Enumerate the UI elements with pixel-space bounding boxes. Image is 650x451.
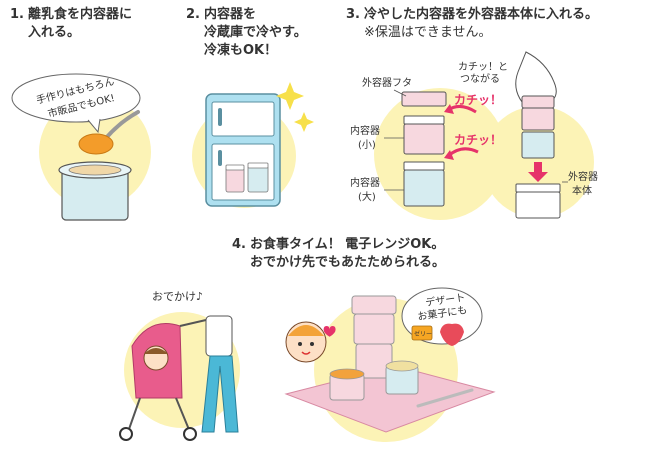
- step-1-title: 1.離乳食を内容器に 入れる。: [10, 6, 132, 42]
- label-inner-small-2: (小): [358, 139, 376, 151]
- fridge-icon: [205, 93, 281, 207]
- label-inner-large-1: 内容器: [350, 176, 380, 189]
- step-1-line-2: 入れる。: [28, 25, 81, 40]
- step-3-number: 3.: [346, 7, 360, 22]
- outer-lid: [401, 91, 447, 107]
- step-3-line-2: ※保温はできません。: [364, 25, 492, 40]
- step-4-dining-illustration: デザート お菓子にも ゼリー: [284, 287, 496, 442]
- dessert-speech-bubble: デザート お菓子にも ゼリー: [401, 287, 483, 346]
- step-2-number: 2.: [186, 7, 200, 22]
- step-3-title: 3.冷やした内容器を外容器本体に入れる。 ※保温はできません。: [346, 6, 598, 42]
- click-sound-lower: カチッ！: [454, 133, 502, 147]
- outing-caption: おでかけ♪: [152, 290, 203, 303]
- food-bowl-left: [329, 368, 365, 401]
- hand-icon: [515, 51, 557, 103]
- step-4-number: 4.: [232, 237, 246, 252]
- step-3-labels: 外容器フタ 内容器 (小) 内容器 (大) カチッ！と つながる カチッ！ カチ…: [350, 61, 598, 203]
- step-4-outing-illustration: おでかけ♪: [119, 290, 240, 441]
- down-arrow-icon: [528, 162, 548, 182]
- step-4-line-2: おでかけ先でもあたためられる。: [250, 255, 446, 270]
- click-arrow-upper: [444, 104, 477, 114]
- step-1-speech-bubble: 手作りはもちろん 市販品でもOK!: [11, 73, 141, 134]
- heart-icon: [323, 326, 336, 337]
- click-arrow-lower: [444, 147, 479, 160]
- spoon-icon: [78, 110, 140, 155]
- label-outer-body-1: 外容器: [568, 170, 598, 183]
- parent-legs-icon: [201, 315, 239, 433]
- food-jar-stack: [351, 295, 397, 379]
- step-1-illustration: 手作りはもちろん 市販品でもOK!: [11, 73, 151, 221]
- label-inner-large-2: (大): [358, 190, 376, 203]
- outer-body: [515, 183, 561, 219]
- inner-container-small: [403, 115, 445, 155]
- click-sound-upper: カチッ！: [454, 93, 502, 107]
- label-click-note-1: カチッ！と: [458, 61, 508, 73]
- jelly-label: ゼリー: [414, 330, 432, 338]
- stroller-icon: [119, 319, 207, 441]
- label-click-note-2: つながる: [460, 72, 500, 85]
- step-1-number: 1.: [10, 7, 24, 22]
- sparkle-icon: [276, 82, 314, 132]
- inner-container-large: [403, 161, 445, 207]
- step-3-illustration: [374, 51, 594, 220]
- step-2-line-1: 内容器を: [203, 7, 256, 22]
- step-3-line-1: 冷やした内容器を外容器本体に入れる。: [363, 7, 598, 22]
- step-2-illustration: [192, 82, 314, 208]
- step-4-title: 4.お食事タイム！ 電子レンジOK。 おでかけ先でもあたためられる。: [232, 236, 445, 272]
- label-outer-lid: 外容器フタ: [362, 76, 412, 89]
- spoon-icon-dining: [416, 388, 474, 408]
- strawberry-icon: [440, 323, 464, 346]
- step-2-title: 2.内容器を 冷蔵庫で冷やす。 冷凍もOK！: [186, 6, 307, 60]
- stacked-containers: [521, 95, 555, 159]
- food-bowl-right: [385, 360, 419, 395]
- step-1-container: [58, 161, 132, 221]
- step-2-line-2: 冷蔵庫で冷やす。: [204, 25, 307, 40]
- label-inner-small-1: 内容器: [350, 124, 380, 137]
- label-outer-body-2: 本体: [572, 184, 592, 197]
- step-1-line-1: 離乳食を内容器に: [27, 7, 132, 22]
- baby-face-icon: [285, 321, 327, 363]
- step-4-line-1: お食事タイム！ 電子レンジOK。: [249, 237, 445, 252]
- step-2-line-3: 冷凍もOK！: [204, 43, 278, 58]
